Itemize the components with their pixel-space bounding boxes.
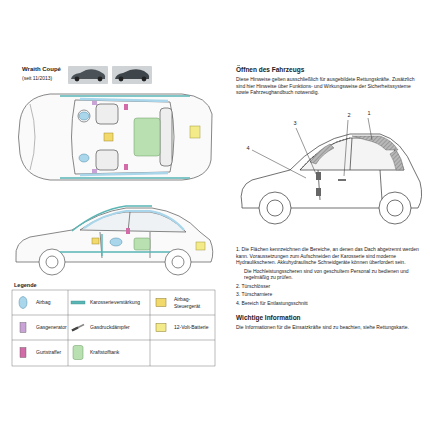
list-note: Die Hochleistungsscheren sind von geschu… (244, 268, 421, 281)
legend-text: Airbag (36, 299, 66, 305)
vehicle-title: Wraith Coupé (22, 66, 66, 74)
list-item: 1. Die Flächen kennzeichnen die Bereiche… (236, 246, 421, 266)
legend-text: Gasdruckdämpfer (90, 324, 148, 330)
legend-table (12, 290, 215, 366)
legend-entry: Airbag-Steuergerät (150, 290, 215, 315)
legend-swatch (150, 315, 172, 340)
callout-number: 1 (365, 110, 373, 117)
legend-text: 12-Volt-Batterie (174, 324, 213, 330)
legend-text: Karosserieverstärkung (90, 299, 148, 305)
legend-text: Kraftstofftank (90, 349, 148, 355)
car-photo (112, 66, 152, 84)
date-note: (seit 11/2013) (22, 75, 66, 82)
car-photo (68, 66, 108, 84)
section-heading: Öffnen des Fahrzeugs (236, 66, 421, 74)
intro-text: Diese Hinweise gelten ausschließlich für… (236, 76, 421, 96)
legend-swatch (12, 315, 34, 340)
legend-entry: 12-Volt-Batterie (150, 315, 215, 340)
list-item: 2. Türschlösser (236, 283, 421, 290)
legend-text: Airbag-Steuergerät (174, 296, 213, 309)
car-side-components (60, 206, 205, 256)
legend-entry: Gasdruckdämpfer (68, 315, 150, 340)
legend-swatch (68, 290, 88, 315)
legend-entry: Kraftstofftank (68, 340, 150, 365)
legend-swatch (12, 340, 34, 365)
callout-number: 2 (345, 112, 353, 119)
cut-areas (310, 136, 404, 196)
legend-swatch (68, 315, 88, 340)
list-item: 4. Bereich für Entlastungsschnitt (236, 300, 421, 307)
legend-swatch (68, 340, 88, 365)
legend-entry: Gasgenerator (12, 315, 68, 340)
callout-number: 3 (291, 120, 299, 127)
legend-swatch (150, 290, 172, 315)
legend-swatch (12, 290, 34, 315)
legend-text: Gurtstraffer (36, 349, 66, 355)
legend-entry: Gurtstraffer (12, 340, 68, 365)
section-heading: Wichtige Information (236, 314, 421, 322)
car-top-view (19, 94, 213, 180)
car-top-components (60, 96, 200, 178)
list-item: 3. Türscharniere (236, 291, 421, 298)
callout-number: 4 (244, 145, 252, 152)
legend-text: Gasgenerator (36, 324, 66, 330)
car-rescue-drawing (241, 134, 421, 224)
legend-entry: Karosserieverstärkung (68, 290, 150, 315)
legend-heading: Legende (14, 282, 74, 289)
legend-entry: Airbag (12, 290, 68, 315)
info-text: Die Informationen für die Einsatzkräfte … (236, 324, 421, 331)
leader-lines (252, 118, 372, 178)
car-side-view (16, 208, 213, 275)
